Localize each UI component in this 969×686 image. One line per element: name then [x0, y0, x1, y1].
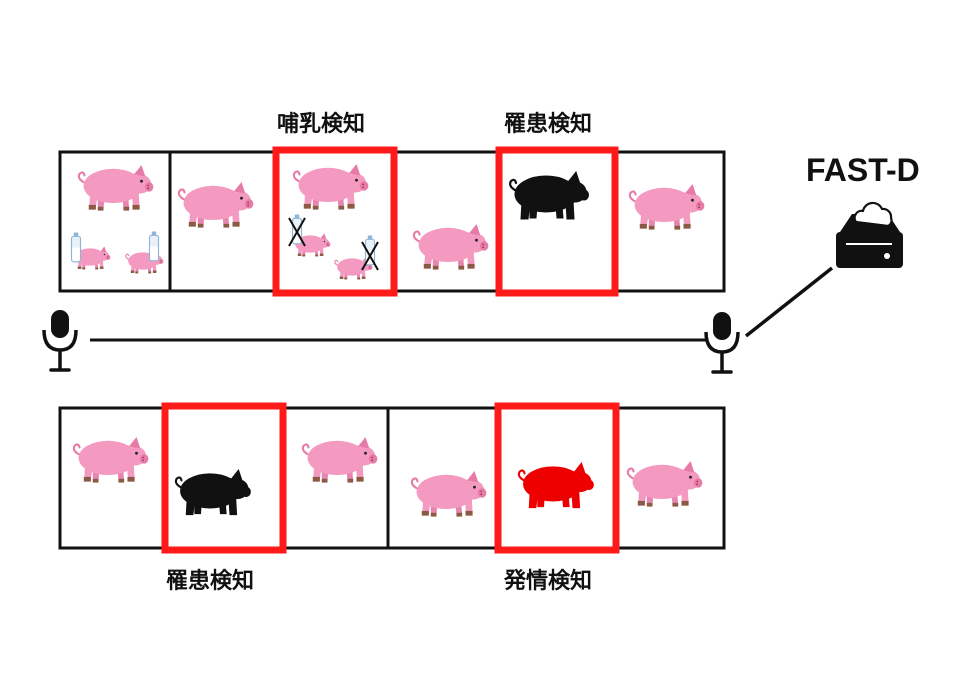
disease-detection-frame-bottom [161, 402, 287, 554]
pig [177, 180, 255, 229]
pig [628, 182, 706, 231]
pig [77, 163, 155, 212]
cross-mark-icon [361, 241, 379, 271]
cloud-server-icon [836, 201, 903, 268]
pig [412, 222, 490, 271]
nursing-detection-frame [272, 146, 398, 297]
microphone-icon [42, 308, 78, 372]
pig [292, 162, 370, 211]
milk-bottle-icon [148, 230, 160, 262]
disease-detection-label-bottom: 罹患検知 [166, 569, 255, 594]
sick-pig [509, 170, 590, 221]
pig [626, 459, 704, 508]
sick-pig [174, 468, 252, 516]
pig [301, 435, 379, 484]
pig [410, 469, 488, 518]
brand-name: FAST-D [806, 152, 920, 188]
nursing-detection-label: 哺乳検知 [277, 112, 366, 137]
microphone-icon [704, 310, 740, 374]
milk-bottle-icon [70, 231, 82, 263]
disease-detection-frame-top [495, 146, 619, 297]
server-connection-line [744, 266, 834, 338]
pig [72, 435, 150, 484]
cross-mark-icon [288, 217, 306, 247]
estrus-detection-frame [494, 402, 620, 554]
estrus-detection-label: 発情検知 [504, 569, 593, 594]
disease-detection-label-top: 罹患検知 [504, 112, 593, 137]
estrus-pig [517, 461, 595, 509]
bottom-pen-row [58, 406, 726, 550]
